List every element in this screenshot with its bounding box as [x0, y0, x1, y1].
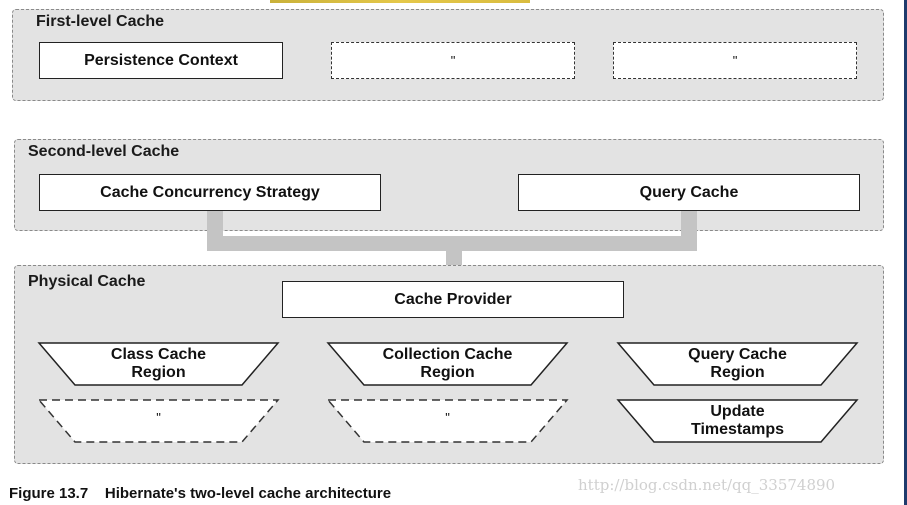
physical-cache-title: Physical Cache	[28, 273, 146, 290]
persistence-context-ditto-1: "	[331, 42, 575, 79]
update-timestamps-shape	[616, 399, 859, 443]
watermark-url: http://blog.csdn.net/qq_33574890	[578, 476, 836, 494]
class-cache-region-ditto-label: "	[156, 410, 161, 425]
first-level-cache-title: First-level Cache	[36, 13, 165, 30]
cache-concurrency-strategy-box: Cache Concurrency Strategy	[39, 174, 381, 211]
top-decor-strip	[270, 0, 530, 3]
collection-cache-region-label: Collection Cache Region	[382, 346, 513, 381]
figure-caption: Figure 13.7 Hibernate's two-level cache …	[9, 485, 392, 502]
class-cache-region-label: Class Cache Region	[110, 346, 207, 381]
query-cache-box: Query Cache	[518, 174, 860, 211]
class-cache-region-ditto-shape	[37, 399, 280, 443]
persistence-context-box: Persistence Context	[39, 42, 283, 79]
cache-provider-box: Cache Provider	[282, 281, 624, 318]
window-edge	[904, 0, 907, 505]
class-cache-region-shape	[37, 342, 280, 386]
second-level-cache-title: Second-level Cache	[28, 143, 180, 160]
collection-cache-region-ditto-label: "	[445, 410, 450, 425]
update-timestamps-label: Update Timestamps	[690, 403, 785, 438]
query-cache-region-label: Query Cache Region	[688, 346, 787, 381]
query-cache-region-shape	[616, 342, 859, 386]
persistence-context-ditto-2: "	[613, 42, 857, 79]
collection-cache-region-ditto-shape	[326, 399, 569, 443]
collection-cache-region-shape	[326, 342, 569, 386]
